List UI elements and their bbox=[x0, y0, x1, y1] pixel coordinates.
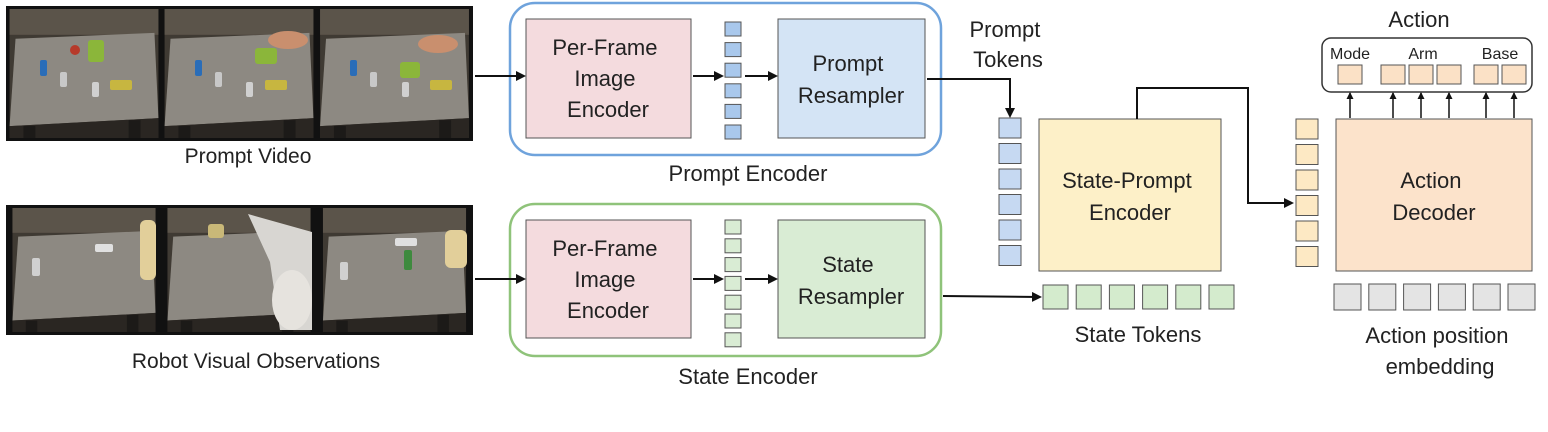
prompt-resampler-label: Prompt Resampler bbox=[798, 51, 904, 108]
action-token-base bbox=[1501, 64, 1527, 85]
state-encoder: Per-Frame Image Encoder State Resampler … bbox=[508, 202, 943, 389]
arrow-state-resampler-to-state-tokens bbox=[942, 291, 1042, 302]
robot-observation-frame-3 bbox=[322, 208, 467, 332]
state-token bbox=[1042, 284, 1069, 310]
action-token-base bbox=[1473, 64, 1499, 85]
state-tokens bbox=[1042, 284, 1235, 310]
action-position-embedding-token bbox=[1437, 283, 1466, 311]
robot-observation-frame-2 bbox=[167, 208, 312, 332]
action-group-label-mode: Mode bbox=[1330, 46, 1370, 63]
action-token-arm bbox=[1436, 64, 1462, 85]
prompt-intermediate-token bbox=[724, 21, 742, 37]
encoded-token bbox=[1295, 118, 1319, 140]
state-intermediate-tokens bbox=[724, 219, 742, 348]
prompt-intermediate-token bbox=[724, 62, 742, 78]
action-title: Action bbox=[1388, 7, 1449, 32]
prompt-video-frame-3 bbox=[320, 9, 469, 138]
action-position-embedding-token bbox=[1507, 283, 1536, 311]
prompt-intermediate-token bbox=[724, 83, 742, 99]
state-token bbox=[1108, 284, 1135, 310]
action-position-embedding-token bbox=[1368, 283, 1397, 311]
encoded-token bbox=[1295, 220, 1319, 242]
state-intermediate-token bbox=[724, 219, 742, 235]
prompt-video-caption: Prompt Video bbox=[185, 145, 312, 168]
state-token bbox=[1075, 284, 1102, 310]
state-resampler bbox=[777, 219, 926, 339]
action-group-label-arm: Arm bbox=[1408, 46, 1437, 63]
state-tokens-label: State Tokens bbox=[1075, 322, 1202, 347]
prompt-token bbox=[998, 117, 1022, 139]
state-intermediate-token bbox=[724, 332, 742, 348]
prompt-intermediate-token bbox=[724, 103, 742, 119]
robot-visual-observations: Robot Visual Observations bbox=[6, 205, 473, 373]
action-token-arm bbox=[1408, 64, 1434, 85]
prompt-video-frame-2 bbox=[164, 9, 314, 138]
state-image-encoder-label: Per-Frame Image Encoder bbox=[552, 236, 663, 323]
arrow-prompt-resampler-to-prompt-tokens bbox=[927, 78, 1015, 118]
state-image-encoder bbox=[525, 219, 692, 339]
action-position-embedding-tokens bbox=[1333, 283, 1536, 311]
prompt-token bbox=[998, 143, 1022, 164]
action-position-embedding-label: Action position embedding bbox=[1365, 323, 1514, 379]
prompt-video: Prompt Video bbox=[6, 6, 473, 168]
prompt-tokens bbox=[998, 117, 1022, 266]
action-token-mode bbox=[1337, 64, 1363, 85]
prompt-encoder: Per-Frame Image Encoder Prompt Resampler… bbox=[508, 1, 943, 186]
encoded-token bbox=[1295, 169, 1319, 191]
state-resampler-label: State Resampler bbox=[798, 252, 904, 309]
state-intermediate-token bbox=[724, 275, 742, 291]
state-token bbox=[1142, 284, 1169, 310]
action-decoder bbox=[1335, 118, 1533, 272]
prompt-token bbox=[998, 194, 1022, 215]
connectors bbox=[475, 71, 1294, 302]
prompt-token bbox=[998, 168, 1022, 190]
prompt-resampler bbox=[777, 18, 926, 139]
state-intermediate-token bbox=[724, 257, 742, 273]
encoded-token bbox=[1295, 195, 1319, 216]
arrow-state-prompt-encoder-to-decoder-tokens bbox=[1136, 87, 1294, 208]
encoded-token bbox=[1295, 144, 1319, 165]
state-intermediate-token bbox=[724, 294, 742, 310]
prompt-video-frame-1 bbox=[9, 9, 159, 138]
state-token bbox=[1175, 284, 1202, 310]
action-token-groups: Mode Arm Base bbox=[1330, 46, 1527, 85]
robot-observation-frame-1 bbox=[12, 208, 156, 332]
action-position-embedding-token bbox=[1472, 283, 1501, 311]
prompt-tokens-label: Prompt Tokens bbox=[969, 17, 1046, 72]
state-intermediate-token bbox=[724, 238, 742, 254]
prompt-token bbox=[998, 245, 1022, 266]
action-group-label-base: Base bbox=[1482, 46, 1519, 63]
action-decoder-output-arrows bbox=[1346, 92, 1518, 118]
action-decoder-label: Action Decoder bbox=[1392, 168, 1475, 225]
prompt-intermediate-tokens bbox=[724, 21, 742, 140]
prompt-intermediate-token bbox=[724, 42, 742, 58]
prompt-image-encoder bbox=[525, 18, 692, 139]
action-position-embedding-token bbox=[1403, 283, 1432, 311]
action-position-embedding-token bbox=[1333, 283, 1362, 311]
action-token-arm bbox=[1380, 64, 1406, 85]
encoded-tokens bbox=[1295, 118, 1319, 267]
state-prompt-encoder-label: State-Prompt Encoder bbox=[1062, 168, 1198, 225]
state-token bbox=[1208, 284, 1235, 310]
prompt-image-encoder-label: Per-Frame Image Encoder bbox=[552, 35, 663, 122]
encoded-token bbox=[1295, 246, 1319, 267]
prompt-token bbox=[998, 219, 1022, 241]
state-encoder-label: State Encoder bbox=[678, 364, 817, 389]
state-intermediate-token bbox=[724, 313, 742, 329]
prompt-encoder-label: Prompt Encoder bbox=[669, 161, 828, 186]
robot-observations-caption: Robot Visual Observations bbox=[132, 350, 380, 373]
prompt-intermediate-token bbox=[724, 124, 742, 140]
state-prompt-encoder bbox=[1038, 118, 1222, 272]
